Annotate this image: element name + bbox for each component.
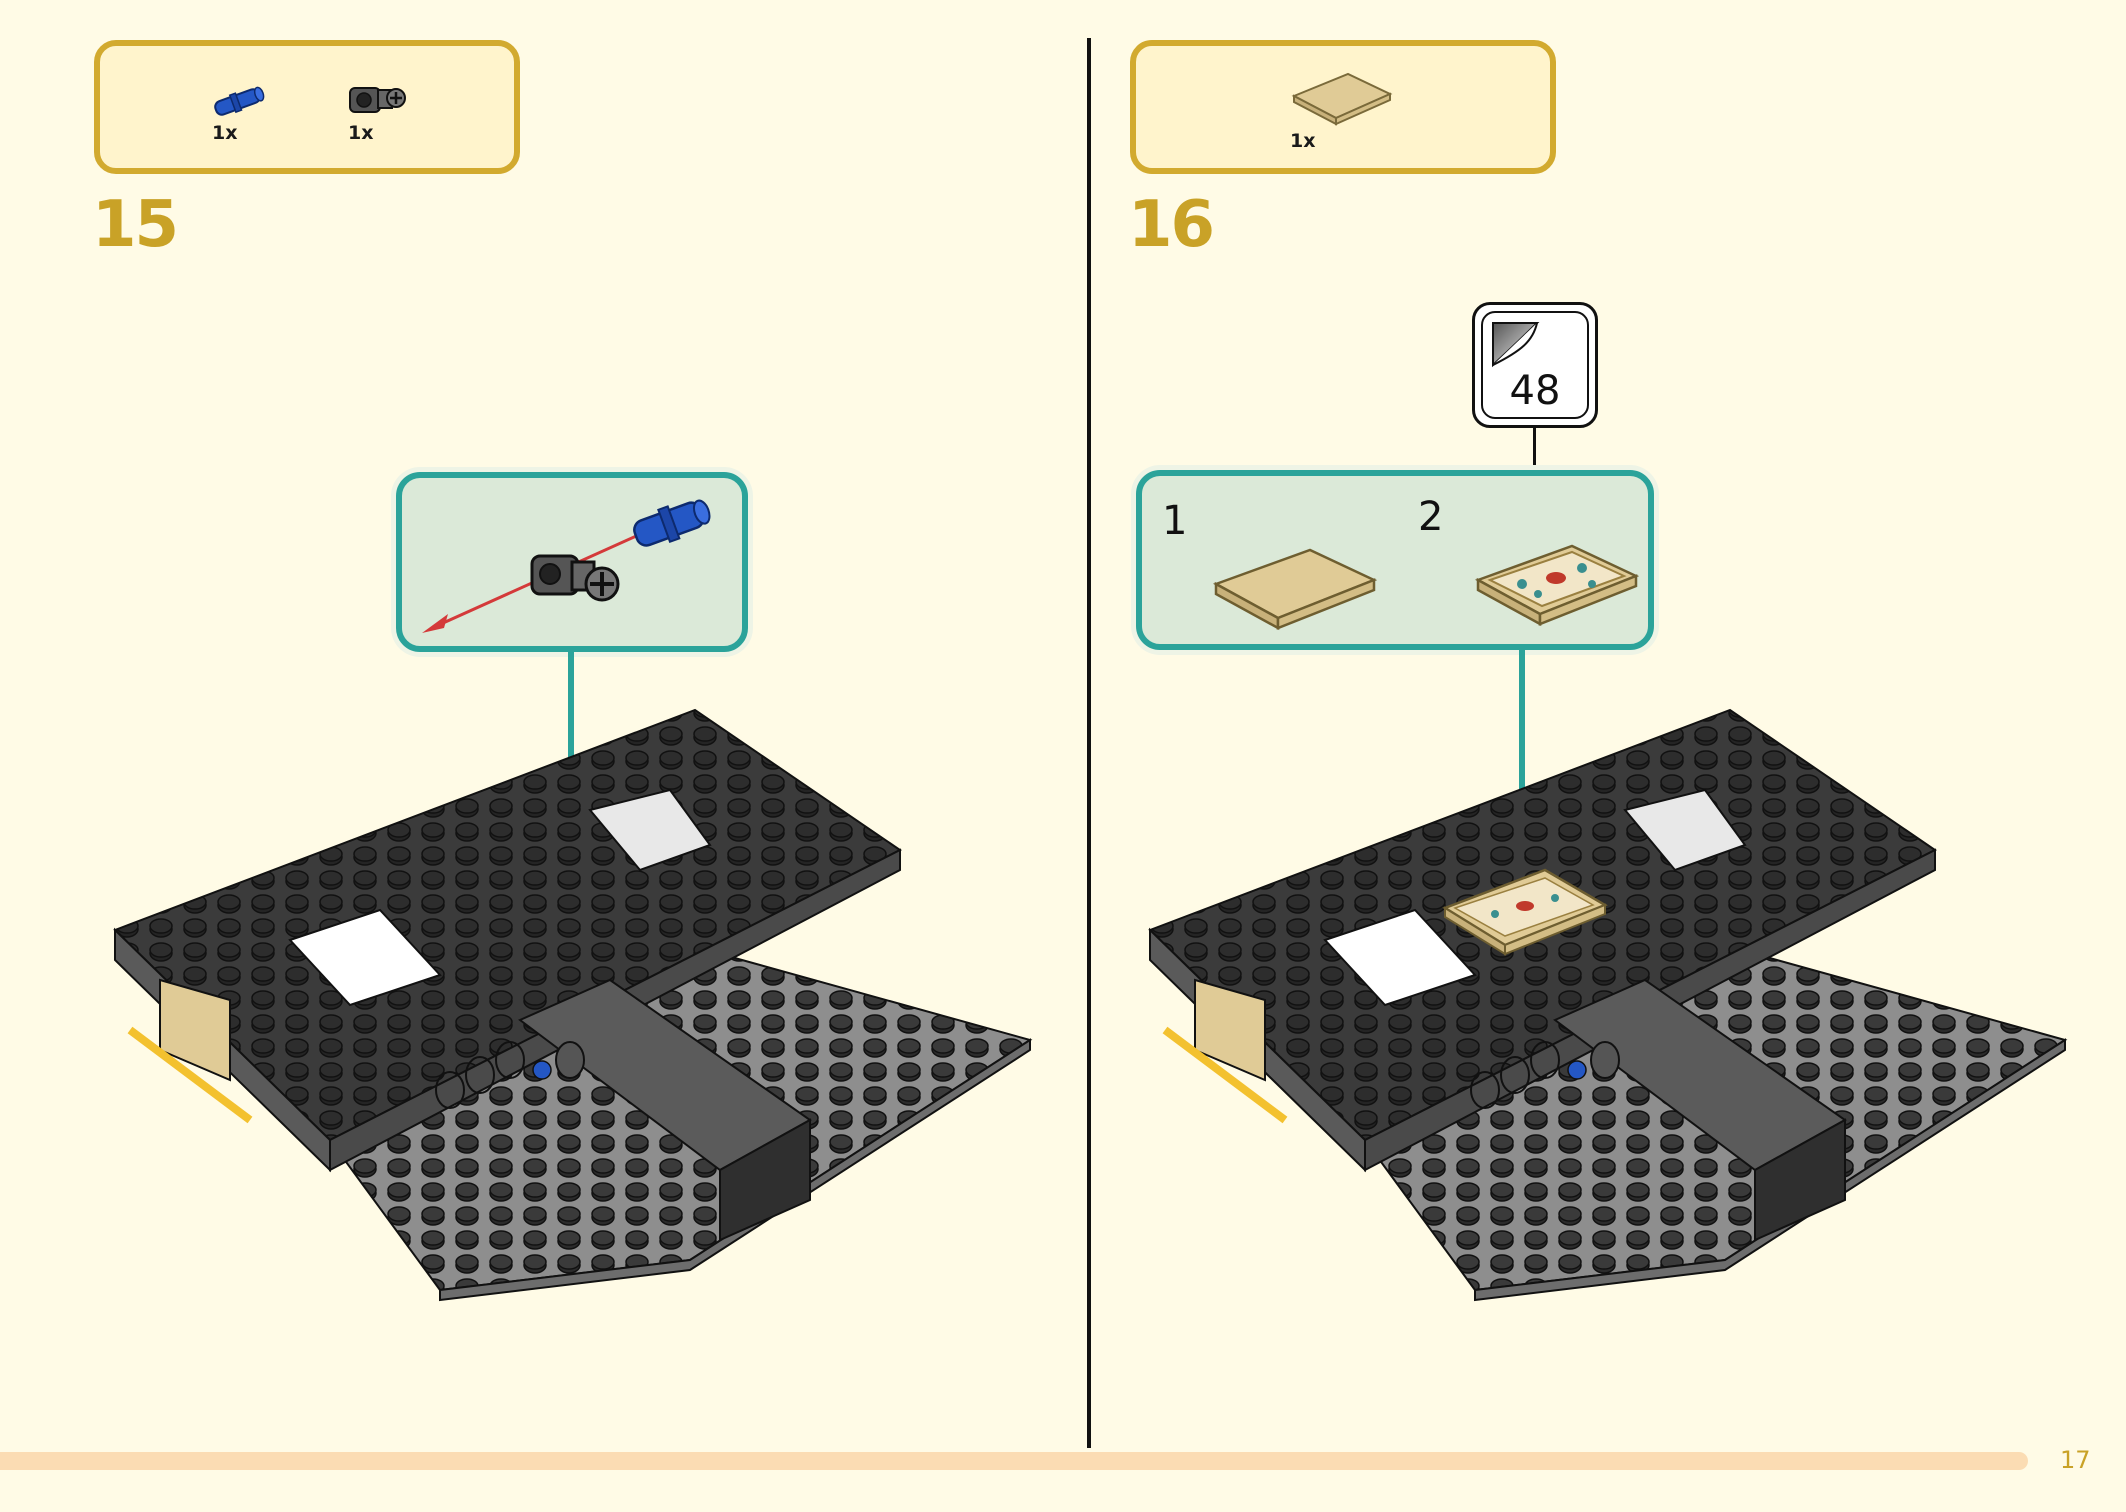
page-progress-bar <box>0 1452 2028 1470</box>
part-qty: 1x <box>348 122 374 144</box>
sticker-badge: 48 <box>1472 302 1598 428</box>
part-qty: 1x <box>1290 130 1316 152</box>
model-build-step-16 <box>1148 708 2068 1302</box>
page-divider <box>1087 38 1091 1448</box>
tan-tile-2x4-icon <box>1291 72 1393 126</box>
callout-step-16: 1 2 <box>1136 470 1654 650</box>
callout-step-15 <box>396 472 748 652</box>
step-number-16: 16 <box>1128 188 1215 262</box>
pin-insert-illustration <box>422 499 711 633</box>
part-qty: 1x <box>212 122 238 144</box>
parts-list-step-15: 1x 1x <box>94 40 520 174</box>
page-number: 17 <box>2060 1446 2091 1474</box>
parts-list-step-16: 1x <box>1130 40 1556 174</box>
stickered-tile-illustration <box>1474 544 1640 627</box>
tan-tile-illustration <box>1212 548 1378 631</box>
blue-axle-pin-icon <box>214 86 265 116</box>
callout-pointer <box>1519 650 1525 862</box>
sticker-peel-icon <box>1492 322 1540 368</box>
substep-number-1: 1 <box>1162 498 1188 544</box>
sticker-number: 48 <box>1509 368 1561 414</box>
model-build-step-15 <box>113 708 1033 1302</box>
step-number-15: 15 <box>92 188 179 262</box>
substep-number-2: 2 <box>1418 494 1444 540</box>
gray-axle-connector-icon <box>349 87 406 113</box>
